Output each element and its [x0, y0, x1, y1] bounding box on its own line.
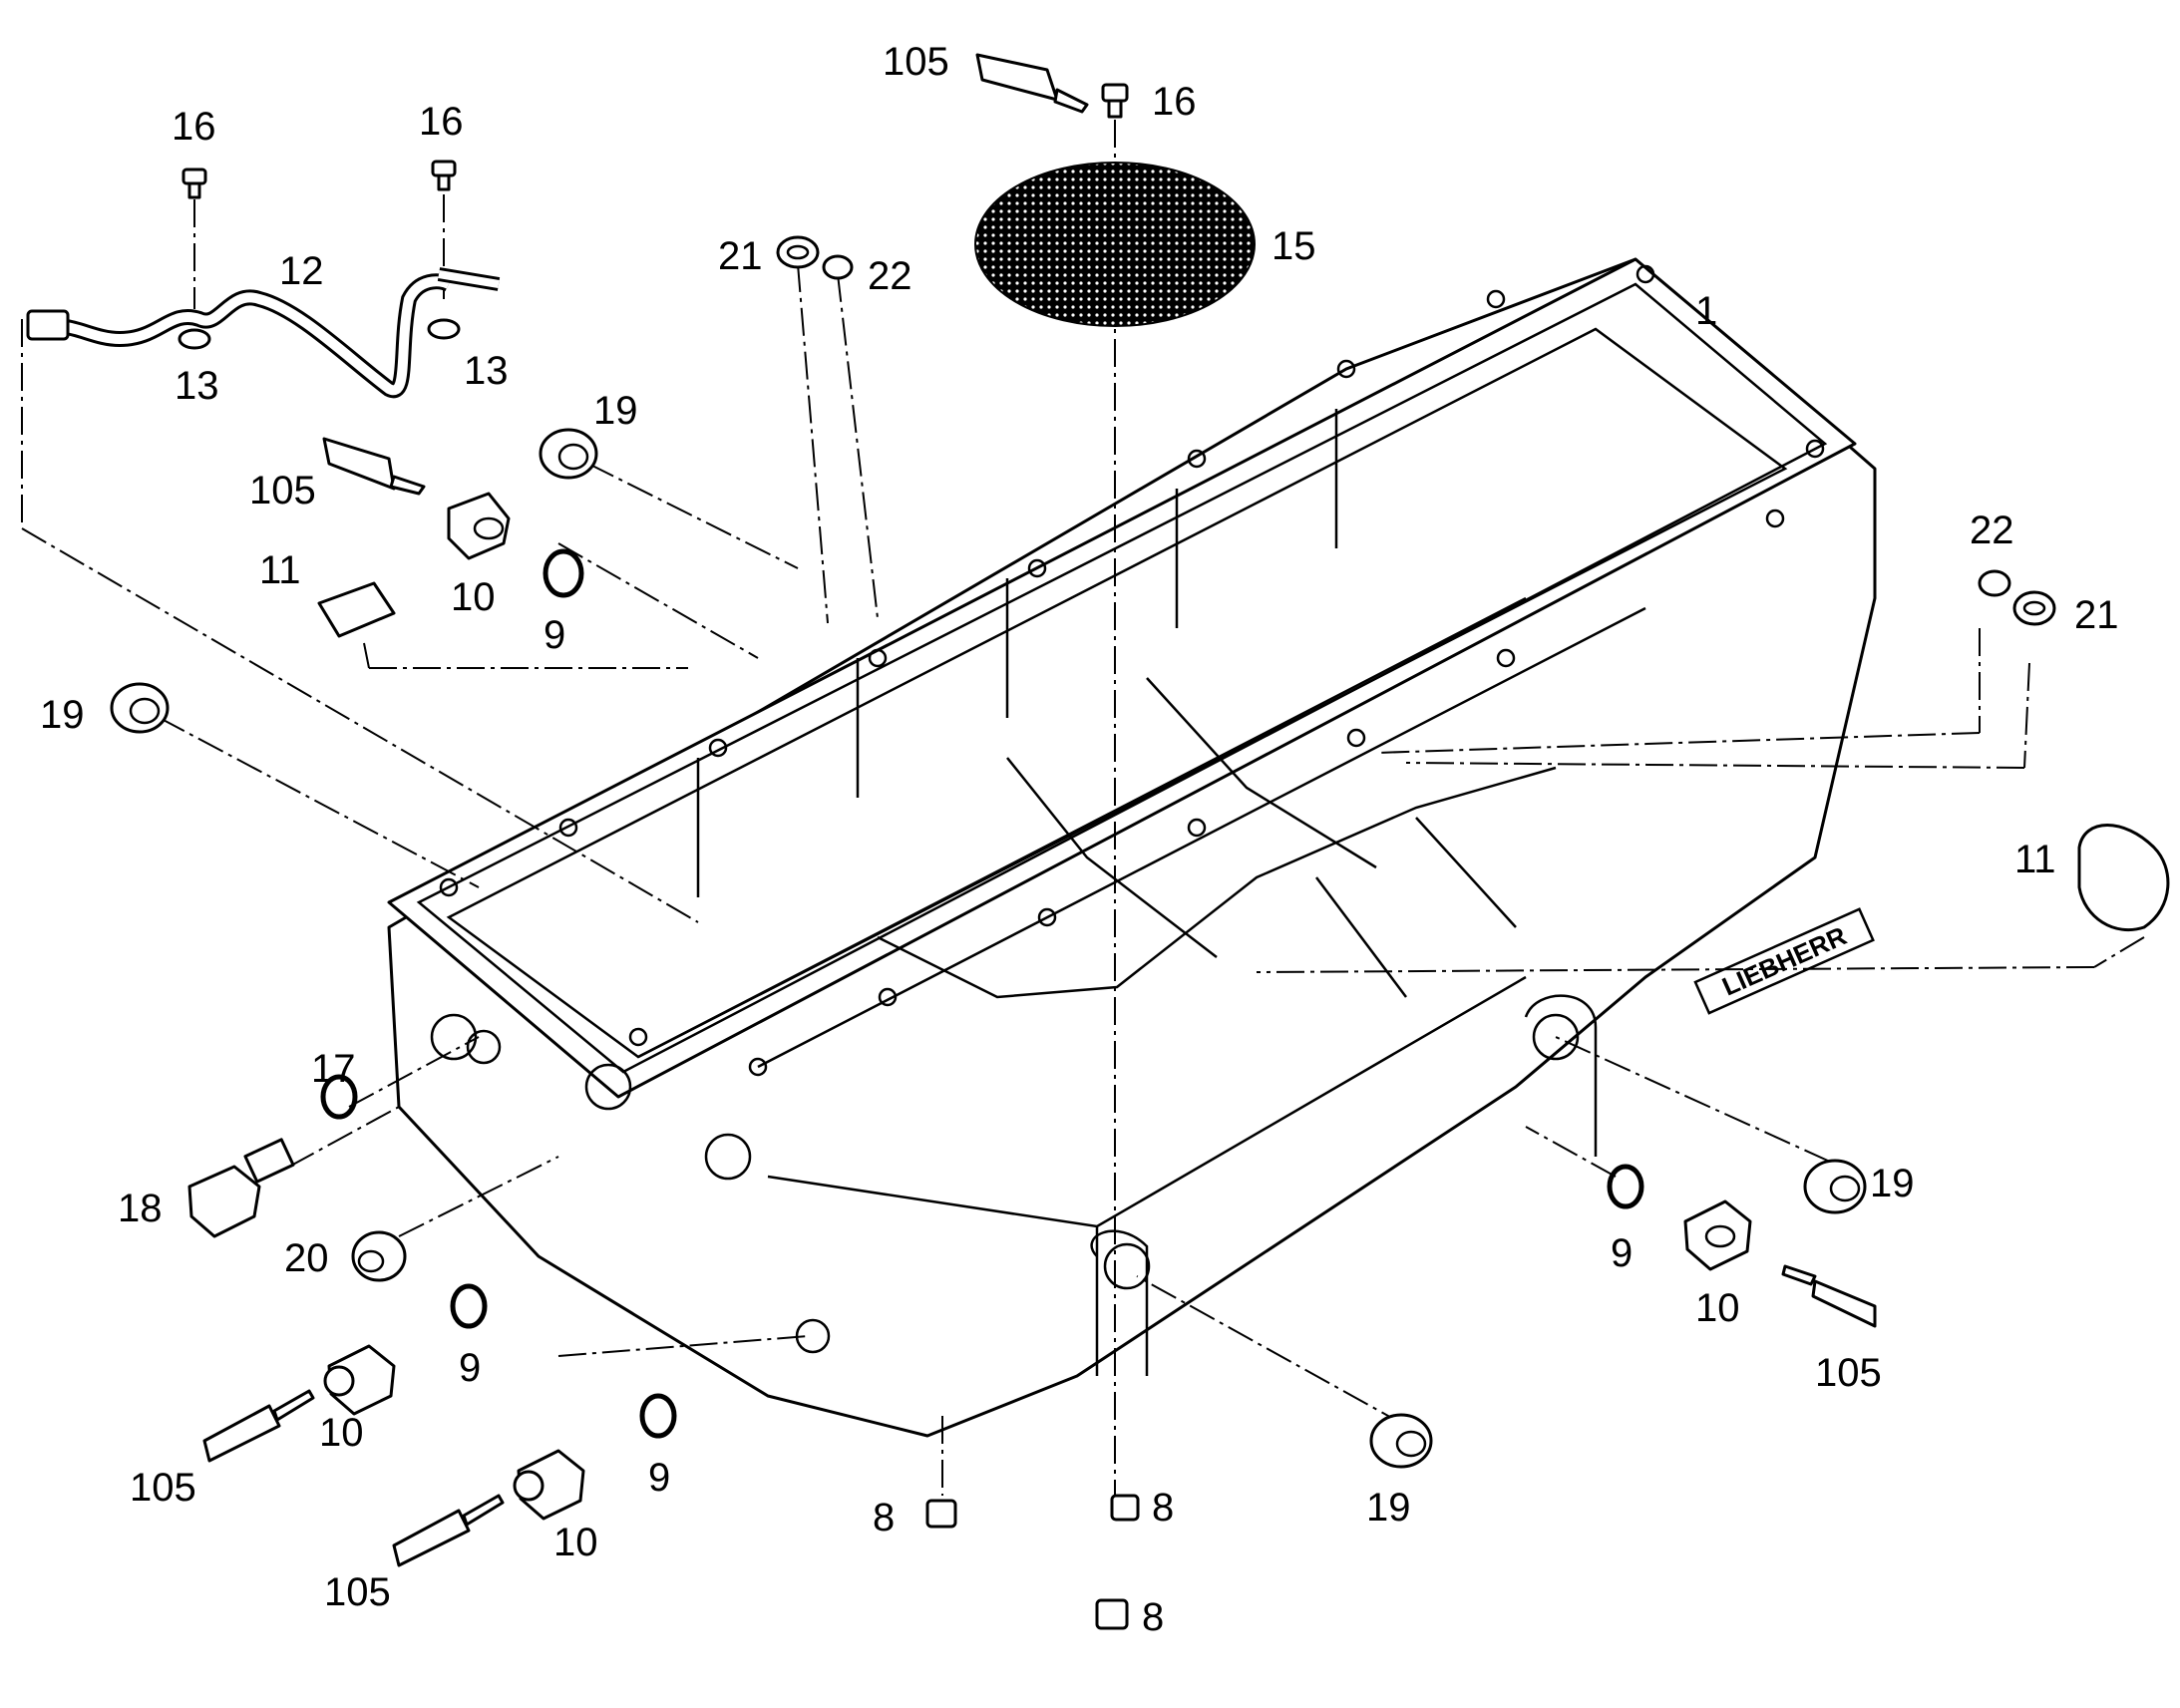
callout-21: 21 — [2074, 593, 2119, 637]
callout-17: 17 — [311, 1047, 356, 1091]
callout-8: 8 — [1142, 1595, 1164, 1639]
fitting-18 — [187, 1138, 295, 1238]
bolt-16-b — [431, 160, 457, 191]
sealant-tube-105-d — [392, 1494, 505, 1567]
callout-16: 16 — [172, 105, 216, 149]
flange-bolt-holes — [439, 264, 1825, 1077]
cover-plate-11-right — [2077, 824, 2170, 932]
callout-9: 9 — [459, 1346, 481, 1390]
drain-plug-8-c — [1095, 1598, 1129, 1630]
callout-18: 18 — [118, 1187, 163, 1230]
washer-13-a — [178, 328, 211, 350]
callout-105: 105 — [249, 469, 316, 512]
callout-22: 22 — [868, 254, 912, 298]
leader-lines — [21, 120, 2145, 1496]
callout-105: 105 — [130, 1466, 196, 1510]
callout-9: 9 — [648, 1456, 670, 1500]
plug-19-d — [1369, 1413, 1433, 1469]
plug-19-b — [110, 682, 170, 734]
sealant-tube-105-a — [975, 53, 1089, 114]
drain-plug-8-a — [925, 1499, 957, 1529]
callout-1: 1 — [1695, 289, 1717, 333]
callout-8: 8 — [1152, 1486, 1174, 1530]
plug-20 — [351, 1230, 407, 1282]
callout-10: 10 — [553, 1521, 598, 1564]
washer-13-b — [427, 318, 461, 340]
callout-15: 15 — [1272, 224, 1316, 268]
callout-labels: 1 8 8 8 9 9 9 9 10 10 10 10 11 11 12 13 … — [40, 40, 2119, 1639]
oil-pan: LIEBHERR — [387, 257, 1877, 1438]
callout-13: 13 — [464, 349, 509, 393]
callout-19: 19 — [1366, 1486, 1411, 1530]
bolt-16-c — [1101, 83, 1129, 119]
callout-19: 19 — [1870, 1162, 1915, 1205]
callout-10: 10 — [319, 1411, 364, 1455]
drain-plug-8-b — [1110, 1494, 1140, 1522]
callout-16: 16 — [419, 100, 464, 144]
callout-9: 9 — [1611, 1231, 1633, 1275]
callout-16: 16 — [1152, 80, 1197, 124]
callout-12: 12 — [279, 249, 324, 293]
plug-19-c — [1803, 1159, 1867, 1214]
callout-13: 13 — [175, 364, 219, 408]
callout-9: 9 — [544, 613, 565, 657]
callout-20: 20 — [284, 1236, 329, 1280]
ring-9-c — [639, 1393, 677, 1439]
callout-22: 22 — [1970, 509, 2014, 552]
callout-10: 10 — [451, 575, 496, 619]
adapter-10-d — [1683, 1199, 1752, 1271]
brand-text: LIEBHERR — [1717, 920, 1851, 1002]
plug-21-top — [776, 235, 820, 269]
callout-11: 11 — [259, 548, 301, 592]
bolt-16-a — [182, 168, 207, 199]
plug-22-right — [1978, 569, 2011, 597]
cover-plate-11-left — [317, 581, 396, 638]
sealant-tube-105-c — [202, 1389, 315, 1463]
callout-11: 11 — [2014, 838, 2056, 881]
adapter-10-a — [447, 492, 511, 560]
callout-19: 19 — [593, 389, 638, 433]
sealant-tube-105-b — [322, 437, 426, 496]
callout-8: 8 — [873, 1496, 895, 1539]
adapter-10-b — [323, 1344, 396, 1416]
ring-9-a — [543, 548, 584, 598]
callout-21: 21 — [718, 234, 763, 278]
plug-22-top — [822, 254, 854, 280]
strainer-15 — [974, 162, 1256, 327]
plug-19-a — [539, 428, 598, 480]
sealant-tube-105-e — [1781, 1264, 1877, 1328]
callout-10: 10 — [1695, 1286, 1740, 1330]
callout-105: 105 — [1815, 1351, 1882, 1395]
callout-19: 19 — [40, 693, 85, 737]
plug-21-right — [2012, 590, 2056, 626]
callout-105: 105 — [324, 1570, 391, 1614]
ring-9-b — [450, 1283, 488, 1329]
callout-105: 105 — [883, 40, 949, 84]
adapter-10-c — [513, 1449, 585, 1521]
ring-17 — [320, 1074, 358, 1120]
oil-tube — [26, 267, 501, 398]
ring-9-d — [1607, 1164, 1644, 1209]
